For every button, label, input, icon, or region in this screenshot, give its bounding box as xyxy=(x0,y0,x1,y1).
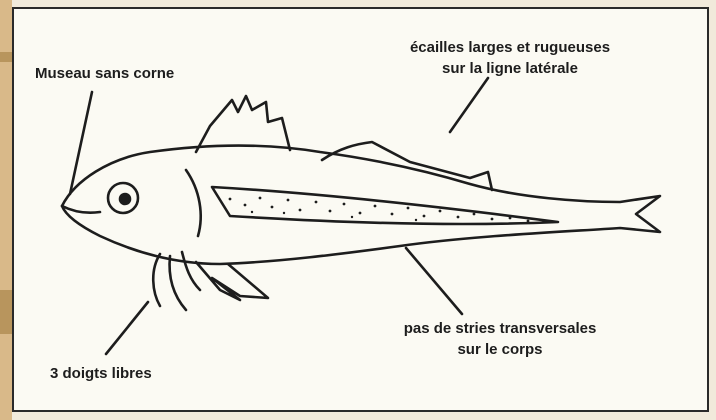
label-scales: écailles larges et rugueuses sur la lign… xyxy=(360,37,660,79)
gill-cover xyxy=(186,170,201,236)
free-finger-1 xyxy=(153,254,160,306)
pointer-fingers xyxy=(106,302,148,354)
label-fingers: 3 doigts libres xyxy=(50,363,152,384)
pointer-scales xyxy=(450,78,488,132)
label-scales-line1: écailles larges et rugueuses xyxy=(360,37,660,58)
pointer-snout xyxy=(70,92,92,194)
label-stripes: pas de stries transversales sur le corps xyxy=(350,318,650,360)
pupil xyxy=(120,194,130,204)
label-stripes-line1: pas de stries transversales xyxy=(350,318,650,339)
fish-body-outline xyxy=(62,146,660,264)
pointer-stripes xyxy=(406,248,462,314)
label-stripes-line2: sur le corps xyxy=(350,339,650,360)
free-finger-2 xyxy=(170,256,186,310)
pelvic-fin xyxy=(196,262,268,300)
mouth-line xyxy=(62,206,100,213)
label-scales-line2: sur la ligne latérale xyxy=(360,58,660,79)
label-snout: Museau sans corne xyxy=(35,63,174,84)
free-finger-3 xyxy=(182,252,200,290)
first-dorsal-fin xyxy=(196,96,290,152)
